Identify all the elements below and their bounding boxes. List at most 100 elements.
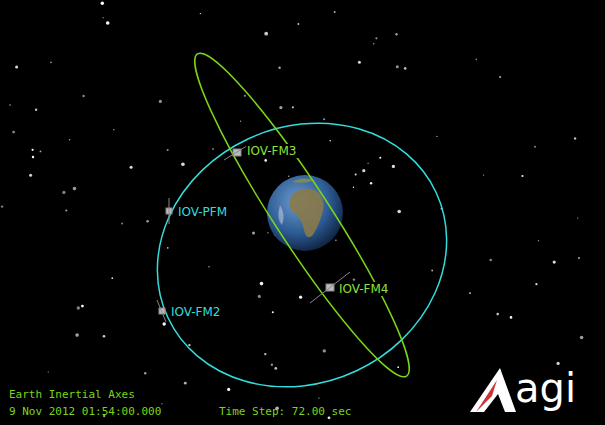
star <box>404 67 407 70</box>
star <box>212 148 213 149</box>
satellite-label: IOV-FM4 <box>338 282 390 296</box>
star <box>297 23 299 25</box>
star <box>274 367 277 370</box>
star <box>9 104 11 106</box>
star <box>50 62 52 64</box>
star <box>48 371 49 372</box>
star <box>476 59 478 61</box>
star <box>538 240 539 241</box>
star <box>264 159 267 162</box>
star <box>395 33 397 35</box>
star <box>77 306 80 309</box>
star <box>260 282 264 286</box>
star <box>32 156 34 158</box>
star <box>510 316 513 319</box>
star <box>29 174 32 177</box>
star <box>111 277 113 279</box>
star <box>367 163 368 164</box>
star <box>396 65 399 68</box>
star <box>227 388 230 391</box>
star <box>146 220 149 223</box>
star <box>144 372 146 374</box>
star <box>1 205 3 207</box>
star <box>161 403 162 404</box>
cyan-orbit <box>114 76 490 425</box>
star <box>167 247 169 249</box>
star <box>574 137 576 139</box>
star <box>375 37 377 39</box>
star <box>534 146 536 148</box>
star <box>358 61 361 64</box>
star <box>355 174 357 176</box>
star <box>240 121 241 122</box>
star <box>258 295 261 298</box>
star <box>362 169 365 172</box>
star <box>489 259 492 262</box>
star <box>244 95 246 97</box>
star <box>101 2 104 5</box>
star <box>103 335 106 338</box>
solar-panel <box>157 300 166 322</box>
star <box>436 136 437 137</box>
star <box>288 176 289 177</box>
europe <box>292 178 314 182</box>
africa <box>290 189 324 237</box>
star <box>113 129 114 130</box>
star <box>264 353 266 355</box>
satellites <box>157 144 350 322</box>
star <box>318 397 319 398</box>
star <box>264 32 268 36</box>
star <box>329 140 331 142</box>
star <box>469 292 471 294</box>
star <box>431 270 433 272</box>
star <box>267 232 268 233</box>
star <box>353 278 355 280</box>
star <box>69 139 70 140</box>
star <box>75 333 79 337</box>
star <box>323 349 326 352</box>
star <box>81 305 84 308</box>
logo-text: agi <box>514 366 577 410</box>
star <box>279 106 282 109</box>
star <box>31 149 33 151</box>
star <box>40 151 42 153</box>
star <box>299 296 302 299</box>
star <box>278 67 280 69</box>
star <box>379 157 381 159</box>
star <box>483 174 484 175</box>
star <box>353 187 354 188</box>
star <box>553 261 556 264</box>
star <box>499 76 501 78</box>
star <box>82 95 84 97</box>
frame-label: Earth Inertial Axes <box>8 388 136 402</box>
clouds <box>278 205 283 225</box>
star <box>208 266 209 267</box>
star <box>167 149 169 151</box>
star <box>535 283 537 285</box>
star <box>580 336 584 340</box>
earth <box>267 175 343 251</box>
star <box>121 223 123 225</box>
star <box>184 382 187 385</box>
star <box>397 366 399 368</box>
star <box>163 322 166 325</box>
star <box>35 109 37 111</box>
green-orbit <box>174 39 430 392</box>
star <box>496 313 499 316</box>
star <box>65 209 67 211</box>
star <box>292 106 294 108</box>
star <box>578 257 580 259</box>
star <box>73 187 77 191</box>
star <box>323 118 325 120</box>
star <box>392 165 395 168</box>
solar-panel <box>169 198 170 224</box>
star <box>62 191 65 194</box>
star <box>130 166 133 169</box>
star <box>159 100 162 103</box>
time-step: Time Step: 72.00 sec <box>218 405 352 419</box>
satellite-label: IOV-FM3 <box>246 144 298 158</box>
star <box>252 232 255 235</box>
satellite-label: IOV-FM2 <box>170 305 222 319</box>
